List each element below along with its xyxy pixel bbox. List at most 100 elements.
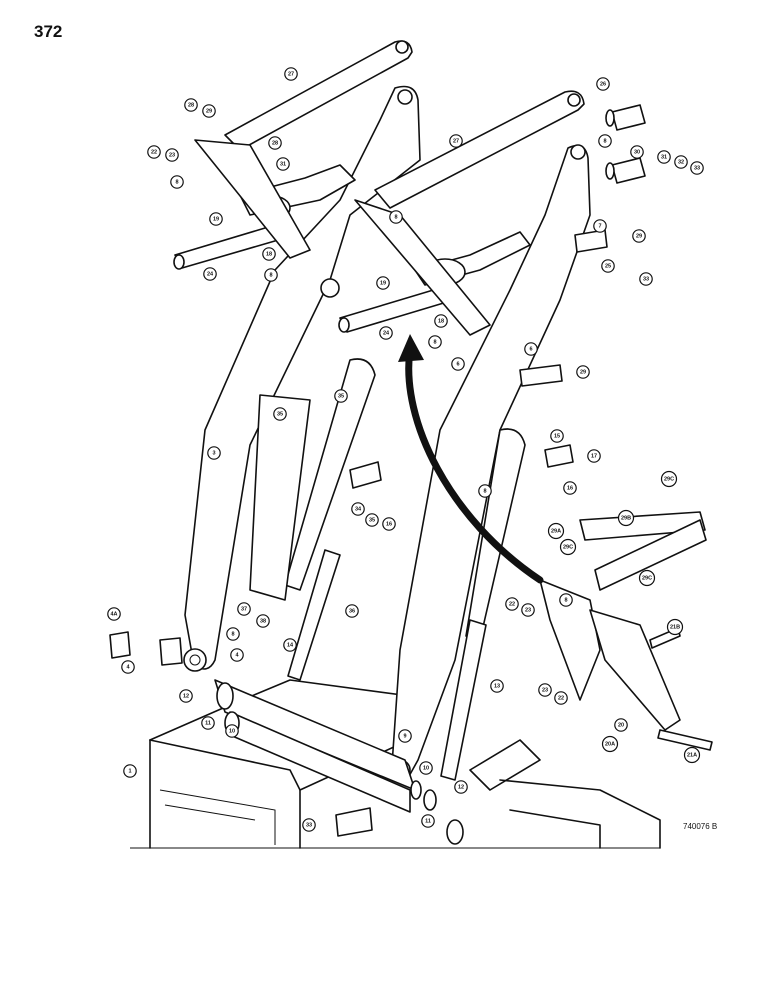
- callout-circle: [596, 77, 610, 91]
- callout-number: 21B: [670, 624, 680, 630]
- direction-arrow: [398, 334, 544, 584]
- callout-37: 37: [237, 602, 251, 616]
- callout-number: 24: [383, 330, 390, 336]
- callout-number: 8: [231, 631, 234, 637]
- callout-circle: [632, 229, 646, 243]
- callout-4: 4: [230, 648, 244, 662]
- callout-circle: [382, 517, 396, 531]
- callout-circle: [365, 513, 379, 527]
- callout-number: 28: [188, 102, 194, 108]
- callout-circle: [351, 502, 365, 516]
- callout-34: 34: [351, 502, 365, 516]
- callout-circle: [376, 276, 390, 290]
- callout-circle: [225, 724, 239, 738]
- callout-circle: [345, 604, 359, 618]
- callout-22: 22: [147, 145, 161, 159]
- drawing-code: 740076 B: [683, 822, 718, 831]
- callout-23: 23: [165, 148, 179, 162]
- callout-circle: [593, 219, 607, 233]
- callout-circle: [203, 267, 217, 281]
- callout-circle: [657, 150, 671, 164]
- callout-circle: [334, 389, 348, 403]
- callout-circle: [576, 365, 590, 379]
- callout-number: 23: [169, 152, 175, 158]
- callout-circle: [165, 148, 179, 162]
- callout-number: 17: [591, 453, 597, 459]
- callout-circle: [547, 522, 565, 540]
- callout-number: 10: [229, 728, 235, 734]
- callout-35: 35: [365, 513, 379, 527]
- callout-circle: [524, 342, 538, 356]
- callout-38: 38: [256, 614, 270, 628]
- callout-3: 3: [207, 446, 221, 460]
- callout-circle: [550, 429, 564, 443]
- callout-35: 35: [334, 389, 348, 403]
- callout-circle: [521, 603, 535, 617]
- callout-33: 33: [639, 272, 653, 286]
- callout-6: 6: [451, 357, 465, 371]
- callout-circle: [683, 746, 701, 764]
- callout-32: 32: [674, 155, 688, 169]
- callout-number: 31: [280, 161, 286, 167]
- callout-circle: [379, 326, 393, 340]
- upper-link-bars: [224, 40, 585, 209]
- callout-circle: [614, 718, 628, 732]
- callout-circle: [201, 716, 215, 730]
- callout-19: 19: [209, 212, 223, 226]
- callout-4A: 4A: [107, 607, 121, 621]
- callout-circle: [638, 569, 656, 587]
- callout-29: 29: [632, 229, 646, 243]
- callout-circle: [264, 268, 278, 282]
- callout-number: 29C: [563, 544, 573, 550]
- callout-circle: [273, 407, 287, 421]
- callout-number: 31: [661, 154, 667, 160]
- callout-number: 23: [542, 687, 548, 693]
- callout-number: 22: [509, 601, 515, 607]
- callout-29B: 29B: [617, 509, 635, 527]
- callout-circle: [302, 818, 316, 832]
- callout-number: 27: [288, 71, 294, 77]
- callout-number: 18: [266, 251, 272, 257]
- callout-number: 19: [380, 280, 386, 286]
- callout-15: 15: [550, 429, 564, 443]
- callout-25: 25: [601, 259, 615, 273]
- callout-number: 22: [151, 149, 157, 155]
- callout-number: 14: [287, 642, 294, 648]
- callout-circle: [428, 335, 442, 349]
- callout-number: 16: [386, 521, 392, 527]
- callout-29C: 29C: [638, 569, 656, 587]
- callout-circle: [226, 627, 240, 641]
- callout-circle: [660, 470, 678, 488]
- callout-number: 36: [349, 608, 355, 614]
- pin-and-bushing-parts: [109, 104, 713, 845]
- callout-8: 8: [389, 210, 403, 224]
- callout-number: 29C: [664, 476, 674, 482]
- callout-29C: 29C: [559, 538, 577, 556]
- callout-4: 4: [121, 660, 135, 674]
- callout-circle: [434, 314, 448, 328]
- callout-circle: [170, 175, 184, 189]
- callout-circle: [554, 691, 568, 705]
- callout-number: 8: [603, 138, 606, 144]
- callout-number: 8: [433, 339, 436, 345]
- bucket-pivot-shafts: [173, 221, 448, 333]
- callout-number: 16: [567, 485, 573, 491]
- callout-number: 21A: [687, 752, 697, 758]
- callout-26: 26: [596, 77, 610, 91]
- callout-number: 9: [403, 733, 406, 739]
- callout-30: 30: [630, 145, 644, 159]
- callout-circle: [209, 212, 223, 226]
- callout-number: 19: [213, 216, 219, 222]
- callout-circle: [587, 449, 601, 463]
- callout-number: 29: [636, 233, 642, 239]
- callout-circle: [598, 134, 612, 148]
- callout-circle: [559, 538, 577, 556]
- callout-circle: [451, 357, 465, 371]
- callout-24: 24: [379, 326, 393, 340]
- callout-number: 1: [128, 768, 131, 774]
- callout-35: 35: [273, 407, 287, 421]
- callout-number: 29C: [642, 575, 652, 581]
- callout-number: 37: [241, 606, 247, 612]
